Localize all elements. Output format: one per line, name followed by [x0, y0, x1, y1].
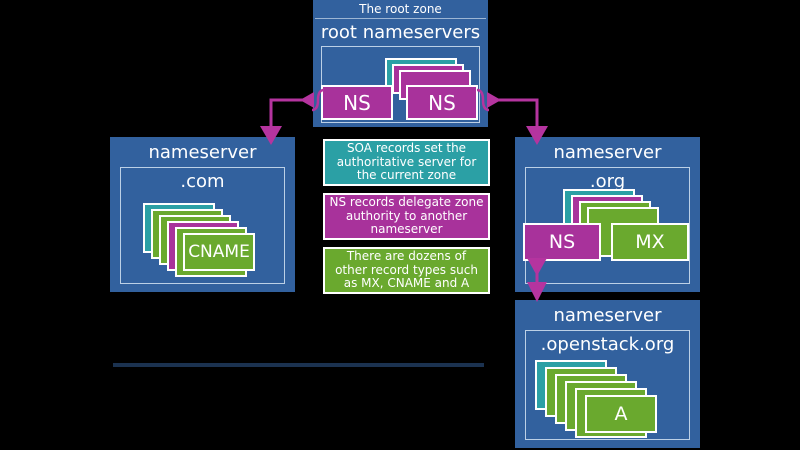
arrow-root-to-com-path	[269, 98, 314, 126]
arrowhead-root-right-icon	[487, 92, 501, 108]
org-zone-panel: nameserver .org NS MX	[515, 137, 700, 292]
record-card-a: A	[585, 395, 657, 433]
root-zone-title: The root zone	[359, 2, 442, 16]
record-card-ns-right: NS	[406, 85, 478, 120]
org-zone-name: .org	[589, 171, 626, 192]
openstack-zone-panel: nameserver .openstack.org A	[515, 300, 700, 448]
record-type-label: CNAME	[188, 241, 250, 262]
record-type-label: NS	[428, 90, 456, 115]
record-card-ns-left: NS	[321, 85, 393, 120]
com-zone-panel: nameserver .com CNAME	[110, 137, 295, 292]
root-zone-divider	[315, 18, 486, 19]
legend-text: SOA records set the authoritative server…	[336, 141, 477, 183]
record-type-label: A	[614, 402, 628, 425]
com-zone-inner: .com	[120, 167, 285, 284]
bottom-divider-rule	[113, 363, 484, 367]
arrowhead-root-left-icon	[300, 92, 314, 108]
legend-item-soa: SOA records set the authoritative server…	[323, 139, 490, 186]
org-nameserver-label: nameserver	[553, 142, 662, 163]
com-nameserver-label: nameserver	[148, 142, 257, 163]
root-nameserver-label: root nameservers	[320, 22, 481, 43]
legend-text: NS records delegate zone authority to an…	[329, 195, 484, 237]
record-card-ns: NS	[523, 223, 601, 261]
legend-text: There are dozens of other record types s…	[335, 249, 478, 291]
openstack-zone-inner: .openstack.org	[525, 330, 690, 440]
record-type-label: NS	[343, 90, 371, 115]
root-zone-panel: The root zone root nameservers . NS NS	[313, 0, 488, 127]
record-card-mx: MX	[611, 223, 689, 261]
record-type-label: NS	[548, 230, 576, 253]
openstack-zone-name: .openstack.org	[540, 334, 675, 355]
arrow-root-to-org-path	[487, 98, 539, 126]
com-zone-name: .com	[180, 171, 225, 192]
record-type-label: MX	[635, 230, 665, 253]
legend-item-ns: NS records delegate zone authority to an…	[323, 193, 490, 240]
openstack-nameserver-label: nameserver	[553, 305, 662, 326]
legend-item-other: There are dozens of other record types s…	[323, 247, 490, 294]
record-card-cname: CNAME	[183, 233, 255, 271]
